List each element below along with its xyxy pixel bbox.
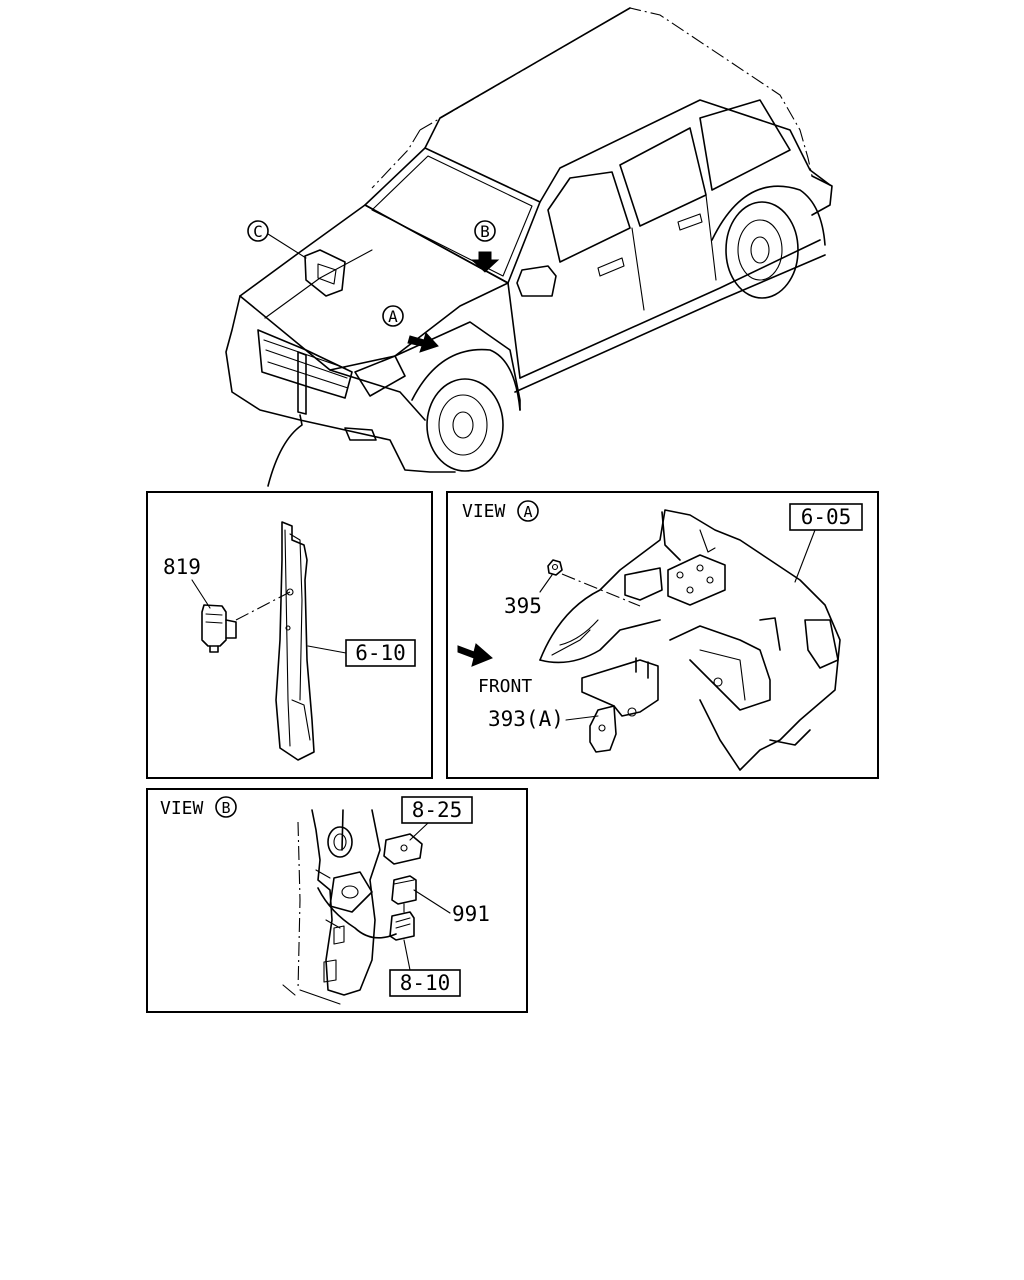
ref-box-6-05-label: 6-05 — [801, 505, 852, 529]
nut-part[interactable] — [547, 559, 563, 576]
part-number-991: 991 — [452, 902, 490, 926]
arrow-right-icon — [407, 332, 439, 353]
front-arrow-icon — [457, 643, 493, 667]
ref-box-8-10[interactable]: 8-10 — [389, 969, 461, 997]
bracket-part[interactable] — [581, 657, 659, 753]
ref-box-8-25[interactable]: 8-25 — [401, 796, 473, 824]
part-number-393a: 393(A) — [488, 707, 564, 731]
callout-view-b[interactable]: B — [470, 220, 500, 273]
ref-box-8-25-label: 8-25 — [412, 798, 463, 822]
view-b-title: VIEW — [160, 798, 204, 819]
panel-view-a: VIEW A — [446, 491, 879, 779]
bracket-connector[interactable] — [383, 833, 423, 865]
vehicle-illustration — [225, 7, 833, 487]
front-label: FRONT — [478, 676, 532, 697]
view-a-letter: A — [523, 503, 532, 521]
ref-box-6-05[interactable]: 6-05 — [789, 503, 863, 531]
view-b-letter: B — [221, 799, 230, 817]
callout-view-c[interactable]: C — [247, 220, 307, 259]
part-number-819: 819 — [163, 555, 201, 579]
panel-sensor-detail: 819 6-10 — [146, 491, 433, 779]
callout-c-letter: C — [253, 222, 263, 241]
callout-a-letter: A — [388, 307, 398, 326]
relay-part[interactable] — [391, 875, 417, 905]
ref-box-6-10[interactable]: 6-10 — [345, 639, 416, 667]
part-number-395: 395 — [504, 594, 542, 618]
ref-box-6-10-label: 6-10 — [355, 641, 406, 665]
relay-socket[interactable] — [389, 911, 415, 941]
ref-box-8-10-label: 8-10 — [400, 971, 451, 995]
callout-view-a[interactable]: A — [382, 305, 439, 353]
view-a-title: VIEW — [462, 501, 506, 522]
arrow-down-icon — [470, 251, 500, 273]
sensor-part[interactable] — [201, 604, 237, 653]
callout-b-letter: B — [480, 222, 490, 241]
panel-view-b: VIEW B — [146, 788, 528, 1013]
